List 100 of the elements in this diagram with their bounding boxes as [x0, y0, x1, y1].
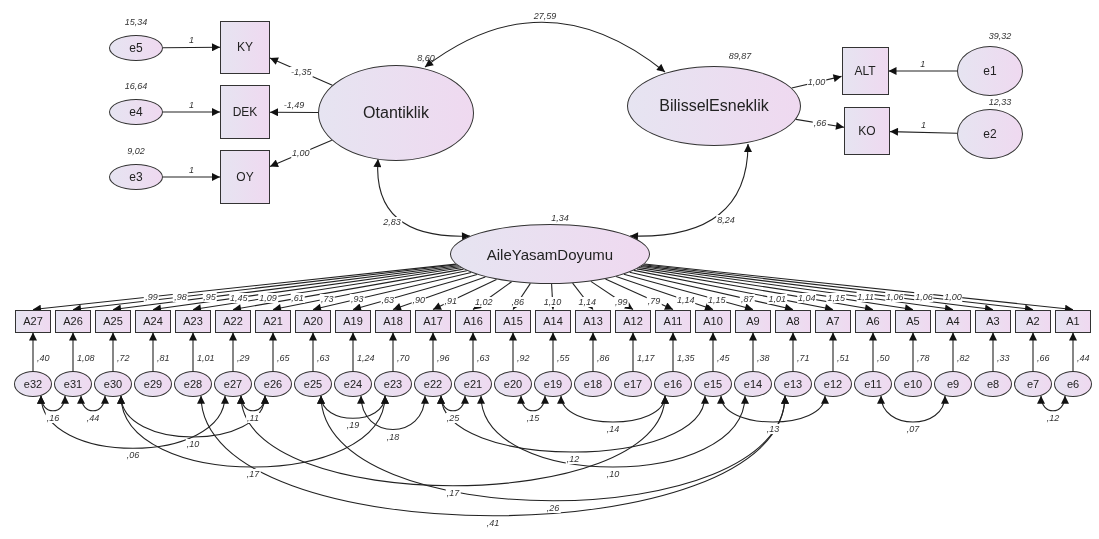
arrow — [437, 395, 469, 412]
arrow — [162, 173, 221, 181]
edge-label: ,26 — [545, 502, 561, 513]
arrow — [309, 331, 317, 372]
edge-label: 1 — [188, 35, 195, 46]
error-ellipse: e32 — [14, 371, 52, 397]
arrow — [719, 395, 827, 423]
arrow — [239, 395, 667, 487]
arrow — [749, 331, 757, 372]
edge-label: ,90 — [411, 295, 427, 306]
edge-label: ,99 — [613, 296, 629, 307]
edge-label: 1 — [920, 120, 927, 131]
error-ellipse: e10 — [894, 371, 932, 397]
error-ellipse: e9 — [934, 371, 972, 397]
arrow — [633, 269, 834, 312]
arrow — [162, 108, 221, 116]
variance-label: 1,34 — [551, 213, 569, 223]
observed-variable-box: A15 — [495, 309, 531, 333]
variance-label: 1,24 — [357, 353, 375, 363]
observed-variable-box: A26 — [55, 309, 91, 333]
variance-label: ,86 — [597, 353, 610, 363]
arrow — [669, 331, 677, 372]
observed-variable-box: A16 — [455, 309, 491, 333]
error-ellipse: e13 — [774, 371, 812, 397]
observed-variable-box: A18 — [375, 309, 411, 333]
arrow — [909, 331, 917, 372]
arrow — [38, 395, 228, 449]
arrow — [509, 331, 517, 372]
arrow — [1029, 331, 1037, 372]
edge-label: ,61 — [290, 293, 305, 304]
variance-label: ,92 — [517, 353, 530, 363]
error-ellipse: e11 — [854, 371, 892, 397]
error-ellipse: e14 — [734, 371, 772, 397]
arrow — [424, 21, 666, 73]
observed-variable-box: A5 — [895, 309, 931, 333]
observed-variable-box: ALT — [841, 47, 889, 95]
variance-label: 1,35 — [677, 353, 695, 363]
edge-label: 1 — [919, 59, 927, 69]
error-ellipse: e18 — [574, 371, 612, 397]
edge-label: ,93 — [350, 294, 365, 305]
edge-label: ,73 — [320, 293, 335, 304]
edge-label: ,10 — [605, 469, 621, 480]
arrow — [889, 127, 958, 136]
edge-label: 1,14 — [577, 297, 598, 308]
error-ellipse: e26 — [254, 371, 292, 397]
variance-label: ,45 — [717, 353, 730, 363]
latent-variable-ellipse: Otantiklik — [318, 65, 474, 161]
edge-label: ,79 — [646, 295, 662, 306]
arrow — [878, 395, 948, 423]
observed-variable-box: A24 — [135, 309, 171, 333]
observed-variable-box: A19 — [335, 309, 371, 333]
edge-label: 1,04 — [797, 293, 817, 304]
arrow — [109, 331, 117, 372]
arrow — [548, 283, 557, 311]
variance-label: 16,64 — [124, 81, 148, 91]
edge-label: 1,45 — [229, 292, 249, 303]
variance-label: ,66 — [1037, 353, 1050, 363]
arrow — [162, 43, 221, 52]
observed-variable-box: A20 — [295, 309, 331, 333]
observed-variable-box: A23 — [175, 309, 211, 333]
error-ellipse: e8 — [974, 371, 1012, 397]
variance-label: ,50 — [877, 353, 890, 363]
variance-label: ,29 — [237, 353, 250, 363]
edge-label: -1,49 — [282, 100, 306, 111]
observed-variable-box: A2 — [1015, 309, 1051, 333]
variance-label: ,65 — [277, 353, 290, 363]
edge-label: 1 — [188, 165, 195, 175]
arrow — [439, 395, 707, 453]
edge-label: ,86 — [510, 297, 526, 308]
error-ellipse: e7 — [1014, 371, 1052, 397]
arrow — [469, 331, 477, 372]
observed-variable-box: KY — [220, 20, 270, 74]
observed-variable-box: DEK — [220, 85, 270, 139]
variance-label: 15,34 — [124, 17, 148, 27]
observed-variable-box: A9 — [735, 309, 771, 333]
arrow — [517, 395, 549, 412]
edge-label: ,25 — [445, 412, 461, 423]
edge-label: ,13 — [765, 424, 781, 435]
arrow — [29, 331, 37, 372]
variance-label: ,71 — [797, 353, 810, 363]
arrow — [199, 395, 787, 517]
variance-label: 1,01 — [197, 353, 215, 363]
edge-label: ,87 — [740, 294, 755, 305]
error-ellipse: e21 — [454, 371, 492, 397]
error-ellipse: e16 — [654, 371, 692, 397]
edge-label: ,98 — [173, 292, 188, 302]
arrow — [572, 282, 594, 311]
observed-variable-box: A25 — [95, 309, 131, 333]
arrow — [949, 331, 957, 372]
edge-label: 1,01 — [767, 293, 787, 304]
edge-label: ,95 — [202, 292, 217, 303]
variance-label: ,70 — [397, 353, 410, 363]
error-ellipse: e27 — [214, 371, 252, 397]
error-ellipse: e19 — [534, 371, 572, 397]
arrow — [269, 108, 319, 117]
variance-label: ,78 — [917, 353, 930, 363]
observed-variable-box: A4 — [935, 309, 971, 333]
variance-label: ,63 — [317, 353, 330, 363]
arrow — [869, 331, 877, 372]
arrow — [429, 331, 437, 372]
